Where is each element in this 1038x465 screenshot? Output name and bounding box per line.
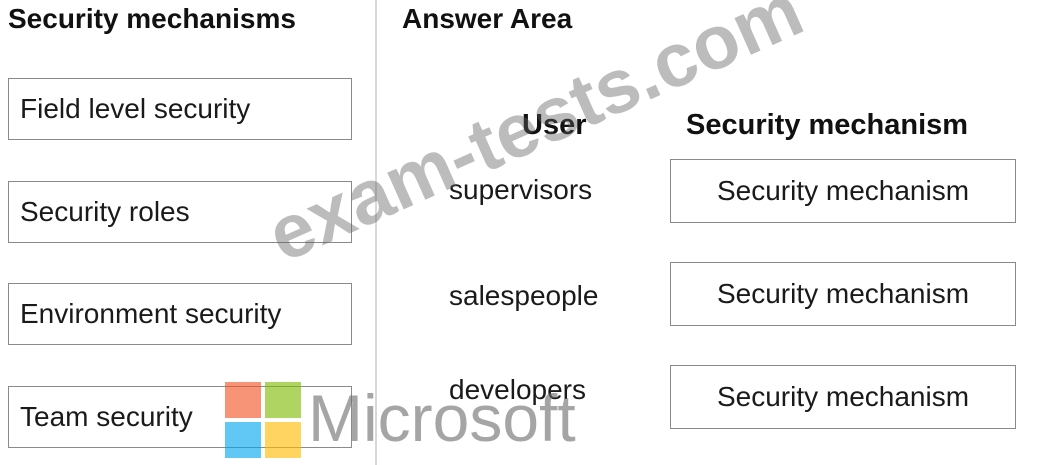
mechanism-item-field-level-security[interactable]: Field level security <box>8 78 352 140</box>
drop-target-placeholder: Security mechanism <box>716 381 970 412</box>
mechanism-item-security-roles[interactable]: Security roles <box>8 181 352 243</box>
drop-target-placeholder: Security mechanism <box>716 278 970 309</box>
user-label-supervisors: supervisors <box>449 174 593 205</box>
user-label-developers: developers <box>449 374 586 405</box>
mechanism-item-label: Environment security <box>20 298 282 329</box>
answer-area-title: Answer Area <box>402 3 573 34</box>
mechanism-item-label: Security roles <box>20 196 190 227</box>
user-label-salespeople: salespeople <box>449 280 599 311</box>
drop-target-supervisors[interactable]: Security mechanism <box>670 159 1016 223</box>
mechanism-item-environment-security[interactable]: Environment security <box>8 283 352 345</box>
drop-target-salespeople[interactable]: Security mechanism <box>670 262 1016 326</box>
user-column-header: User <box>522 109 587 141</box>
mechanism-item-label: Team security <box>20 401 193 432</box>
drop-target-developers[interactable]: Security mechanism <box>670 365 1016 429</box>
security-mechanism-column-header: Security mechanism <box>686 109 969 141</box>
mechanism-item-label: Field level security <box>20 93 251 124</box>
security-mechanisms-title: Security mechanisms <box>8 3 296 34</box>
drop-target-placeholder: Security mechanism <box>716 175 970 206</box>
mechanism-item-team-security[interactable]: Team security <box>8 386 352 448</box>
panel-divider <box>375 0 377 465</box>
